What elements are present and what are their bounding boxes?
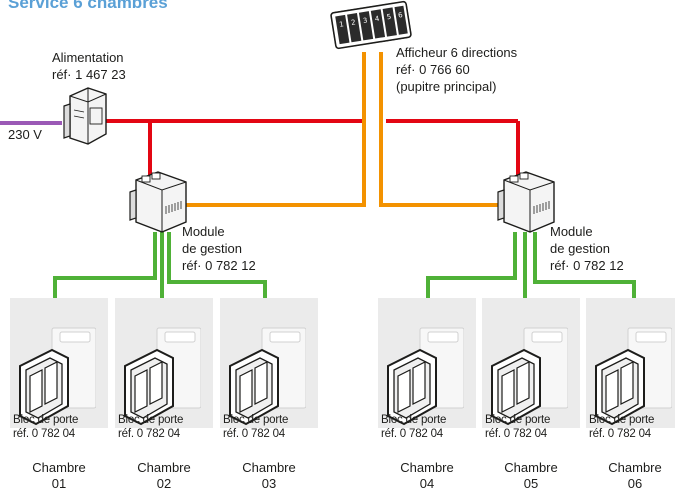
supply-ref: réf· 1 467 23 [52, 67, 126, 82]
room-wire-06 [533, 232, 636, 298]
management-module-left-icon [129, 171, 187, 233]
room-wire-03 [167, 232, 267, 298]
display-note: (pupitre principal) [396, 79, 497, 94]
bus-wire-left [176, 52, 366, 207]
display-key-6: 6 [398, 11, 404, 20]
display-key-2: 2 [351, 18, 357, 27]
display-panel-icon: 1 2 3 4 5 6 [330, 0, 412, 50]
door-block-icon [124, 327, 201, 426]
door-block-icon [491, 327, 568, 426]
display-key-4: 4 [374, 15, 380, 24]
door-block-icon [229, 327, 306, 426]
supply-label: Alimentation [52, 50, 124, 65]
mains-voltage: 230 V [8, 127, 42, 142]
power-supply-icon [63, 87, 107, 145]
module-right-ref: réf· 0 782 12 [550, 258, 624, 273]
display-key-1: 1 [339, 20, 345, 29]
module-left-line1: Module [182, 224, 225, 239]
door-block-icon [595, 327, 672, 426]
module-left-line2: de gestion [182, 241, 242, 256]
module-right-line2: de gestion [550, 241, 610, 256]
room-wire-04 [426, 232, 517, 298]
module-right-line1: Module [550, 224, 593, 239]
bus-wire-right [379, 52, 505, 207]
display-label: Afficheur 6 directions [396, 45, 518, 60]
door-block-icon [387, 327, 464, 426]
display-key-3: 3 [362, 17, 368, 26]
door-block-icon [19, 327, 96, 426]
diagram-title: Service 6 chambres [8, 0, 168, 12]
management-module-right-icon [497, 171, 555, 233]
room-wire-01 [53, 232, 157, 298]
module-left-ref: réf· 0 782 12 [182, 258, 256, 273]
display-ref: réf· 0 766 60 [396, 62, 470, 77]
display-key-5: 5 [386, 13, 392, 22]
